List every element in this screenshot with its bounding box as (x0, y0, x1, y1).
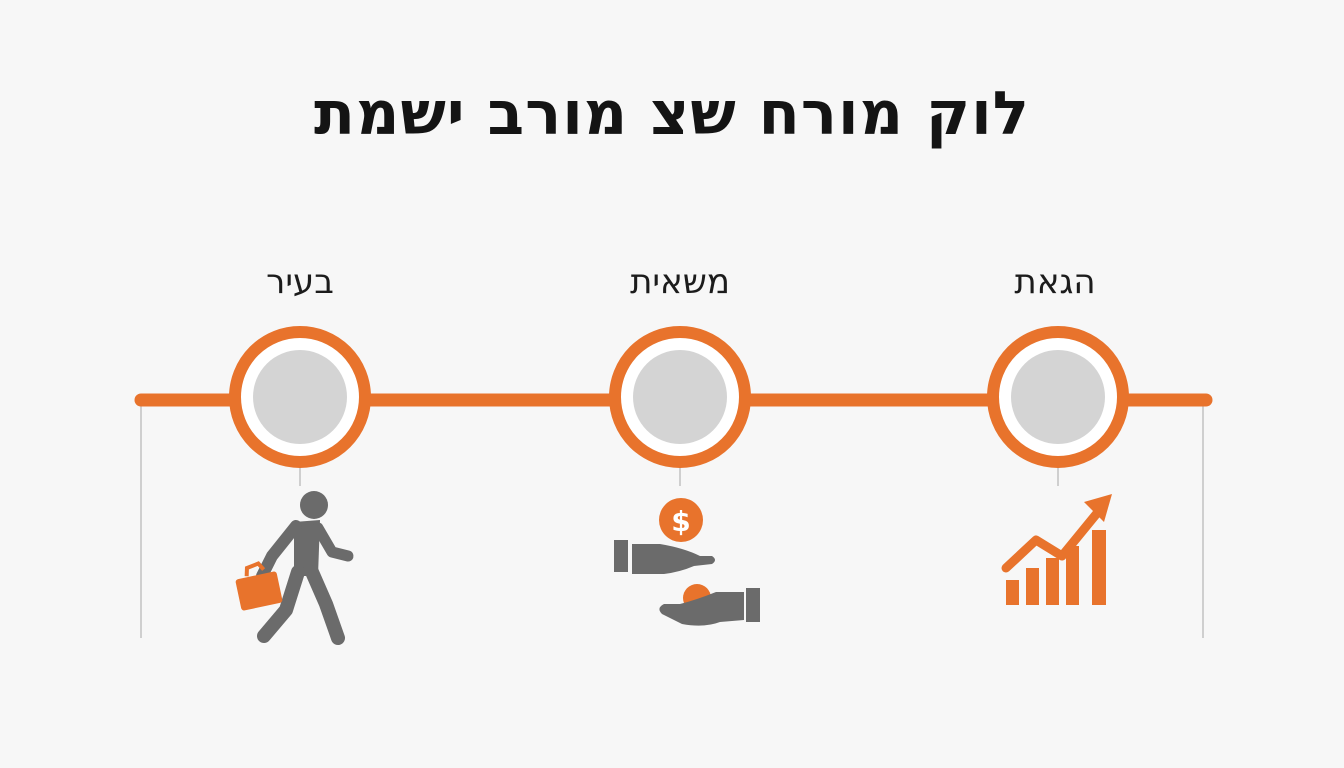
timeline-node-2 (609, 326, 751, 468)
step-label-3: הגאת (1014, 262, 1096, 302)
growth-chart-icon (1001, 494, 1112, 605)
walking-businessman-icon (235, 491, 354, 645)
timeline-node-3 (987, 326, 1129, 468)
money-exchange-hands-icon: $ (614, 498, 760, 626)
step-label-2: משאית (630, 262, 730, 302)
timeline-node-1 (229, 326, 371, 468)
step-label-1: בעיר (266, 262, 334, 302)
svg-text:$: $ (671, 505, 690, 538)
page-title: לוק מורח שצ מורב ישמת (314, 79, 1030, 149)
